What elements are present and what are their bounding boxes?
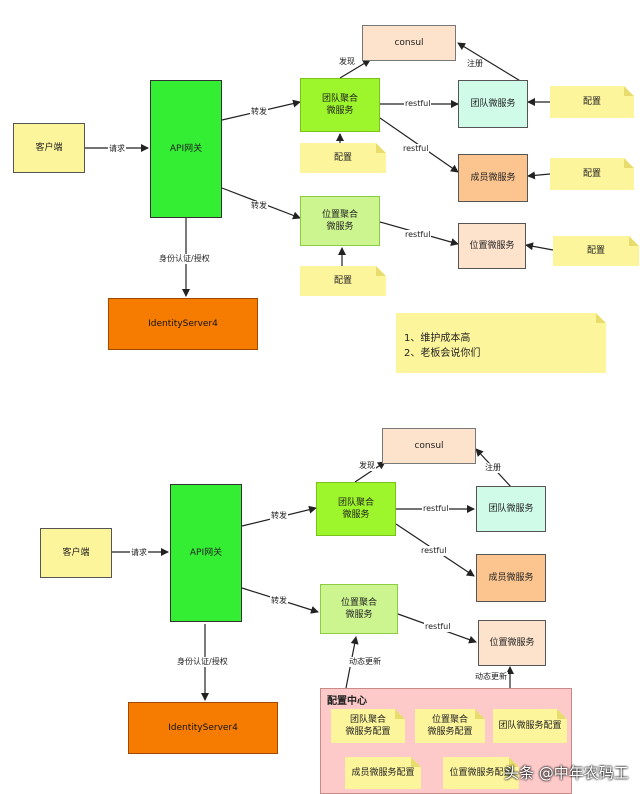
label-restful1-top: restful: [404, 99, 432, 109]
identityserver-box-bottom[interactable]: IdentityServer4: [128, 702, 278, 754]
config-label: 配置: [582, 97, 601, 107]
team-svc-label: 团队微服务: [488, 504, 534, 514]
config-item-label: 成员微服务配置: [351, 768, 415, 778]
member-svc-label: 成员微服务: [470, 173, 516, 183]
config-item-label: 团队聚合 微服务配置: [345, 715, 391, 737]
label-restful3-top: restful: [404, 230, 432, 240]
label-restful2-bottom: restful: [420, 546, 448, 556]
label-dynamic-update-1: 动态更新: [348, 657, 382, 667]
label-discover-bottom: 发现: [358, 461, 376, 471]
issues-text: 1、维护成本高 2、老板会说你们: [404, 333, 481, 359]
client-label: 客户端: [62, 548, 90, 558]
config-item-label: 位置微服务配置: [449, 768, 513, 778]
config-item-loc-svc[interactable]: 位置微服务配置: [443, 757, 519, 789]
team-agg-label: 团队聚合 微服务: [321, 94, 358, 116]
config-note-loc-agg: 配置: [300, 266, 386, 296]
label-forward2-top: 转发: [250, 201, 268, 211]
label-discover-top: 发现: [338, 57, 356, 67]
location-aggregate-box-bottom[interactable]: 位置聚合 微服务: [320, 584, 398, 634]
config-label: 配置: [333, 153, 352, 163]
loc-agg-label: 位置聚合 微服务: [321, 210, 358, 232]
label-request-top: 请求: [108, 144, 126, 154]
config-note-team-svc: 配置: [550, 86, 634, 118]
consul-box-bottom[interactable]: consul: [382, 428, 476, 464]
config-item-label: 团队微服务配置: [498, 721, 562, 731]
config-center-title: 配置中心: [327, 696, 367, 707]
label-request-bottom: 请求: [130, 548, 148, 558]
config-item-loc-agg[interactable]: 位置聚合 微服务配置: [415, 709, 485, 743]
team-service-box-bottom[interactable]: 团队微服务: [476, 486, 546, 532]
team-aggregate-box-top[interactable]: 团队聚合 微服务: [300, 78, 380, 132]
config-item-team-agg[interactable]: 团队聚合 微服务配置: [331, 709, 405, 743]
config-label: 配置: [333, 276, 352, 286]
label-register-top: 注册: [466, 59, 484, 69]
config-item-member-svc[interactable]: 成员微服务配置: [345, 757, 421, 789]
label-forward1-top: 转发: [250, 107, 268, 117]
member-service-box-bottom[interactable]: 成员微服务: [476, 554, 546, 602]
team-svc-label: 团队微服务: [470, 99, 516, 109]
team-aggregate-box-bottom[interactable]: 团队聚合 微服务: [316, 482, 396, 536]
api-gateway-box-bottom[interactable]: API网关: [170, 484, 242, 622]
consul-label: consul: [394, 38, 424, 48]
member-svc-label: 成员微服务: [488, 573, 534, 583]
client-box-top[interactable]: 客户端: [13, 123, 85, 173]
location-service-box-bottom[interactable]: 位置微服务: [478, 620, 546, 666]
label-restful3-bottom: restful: [424, 622, 452, 632]
label-auth-bottom: 身份认证/授权: [176, 657, 229, 667]
config-note-loc-svc: 配置: [553, 236, 639, 266]
gateway-label: API网关: [189, 548, 223, 558]
api-gateway-box-top[interactable]: API网关: [150, 80, 222, 218]
issues-note: 1、维护成本高 2、老板会说你们: [396, 313, 606, 373]
label-restful2-top: restful: [402, 144, 430, 154]
loc-svc-label: 位置微服务: [489, 638, 535, 648]
config-center[interactable]: 配置中心 团队聚合 微服务配置 位置聚合 微服务配置 团队微服务配置 成员微服务…: [320, 688, 572, 794]
label-dynamic-update-2: 动态更新: [474, 672, 508, 682]
location-service-box-top[interactable]: 位置微服务: [458, 223, 526, 269]
label-register-bottom: 注册: [484, 463, 502, 473]
identityserver-box-top[interactable]: IdentityServer4: [108, 298, 258, 350]
consul-label: consul: [414, 441, 444, 451]
label-restful1-bottom: restful: [422, 504, 450, 514]
client-box-bottom[interactable]: 客户端: [40, 528, 112, 578]
loc-svc-label: 位置微服务: [469, 241, 515, 251]
config-item-team-svc[interactable]: 团队微服务配置: [493, 709, 567, 743]
label-auth-top: 身份认证/授权: [158, 254, 211, 264]
team-service-box-top[interactable]: 团队微服务: [458, 80, 528, 128]
team-agg-label: 团队聚合 微服务: [337, 498, 374, 520]
config-label: 配置: [586, 246, 605, 256]
loc-agg-label: 位置聚合 微服务: [340, 598, 377, 620]
client-label: 客户端: [35, 143, 63, 153]
identity-label: IdentityServer4: [148, 319, 218, 329]
config-note-team-agg: 配置: [300, 143, 386, 173]
label-forward1-bottom: 转发: [270, 511, 288, 521]
watermark: 头条 @中年农码工: [504, 764, 629, 782]
consul-box-top[interactable]: consul: [362, 25, 456, 61]
config-note-member-svc: 配置: [550, 158, 634, 190]
config-item-label: 位置聚合 微服务配置: [427, 715, 473, 737]
gateway-label: API网关: [169, 144, 203, 154]
identity-label: IdentityServer4: [168, 723, 238, 733]
location-aggregate-box-top[interactable]: 位置聚合 微服务: [300, 196, 380, 246]
config-label: 配置: [582, 169, 601, 179]
member-service-box-top[interactable]: 成员微服务: [458, 154, 528, 202]
label-forward2-bottom: 转发: [270, 596, 288, 606]
